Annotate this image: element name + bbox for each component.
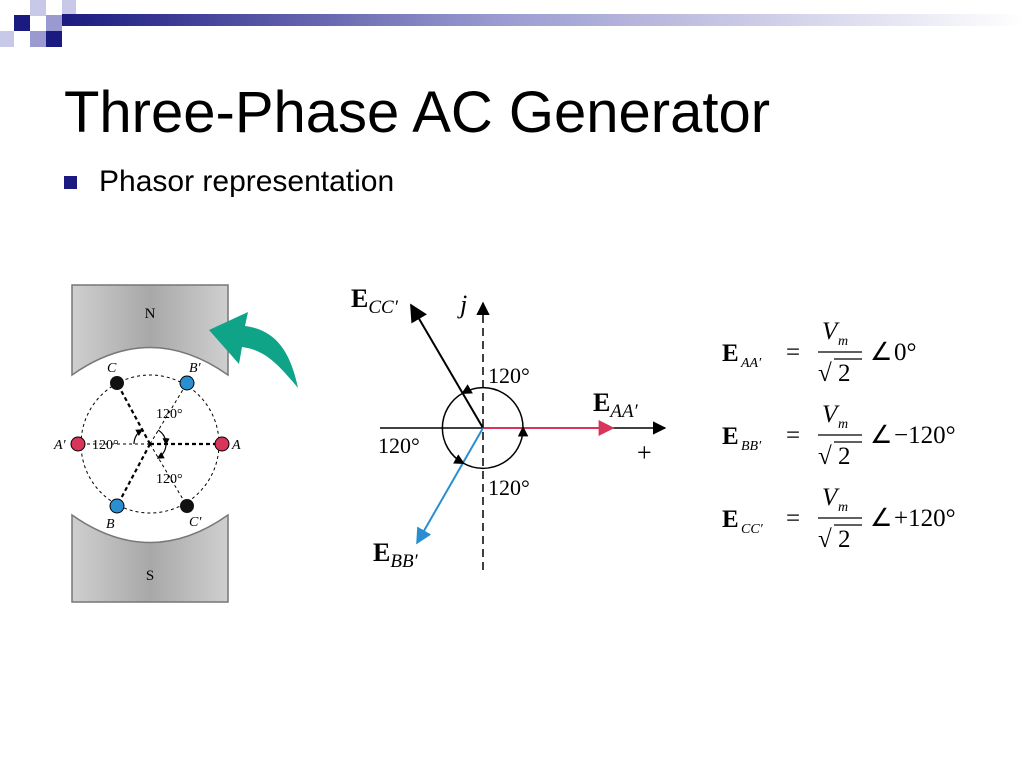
deco-square: [62, 0, 76, 14]
eq-angle-icon: ∠: [870, 505, 892, 532]
conductor-a-prime: [70, 436, 86, 452]
winding-returns: [78, 382, 188, 507]
eq-denominator: 2: [838, 360, 851, 387]
winding-spokes: [116, 382, 222, 507]
angle-arcs: [133, 429, 170, 459]
pole-north-label: N: [145, 306, 156, 322]
north-pole: [71, 284, 229, 377]
label-a-prime: A′: [53, 438, 67, 453]
eq-radical-icon: √: [818, 526, 832, 553]
e-bb-symbol: E: [373, 538, 390, 567]
e-bb-subscript: BB′: [390, 551, 418, 572]
label-e-aa: EAA′: [593, 388, 639, 422]
eq-symbol: E: [722, 506, 739, 533]
eq-symbol: E: [722, 340, 739, 367]
label-j: j: [457, 290, 467, 319]
deco-square: [30, 0, 46, 16]
eq-numerator: V: [822, 318, 840, 345]
eq-denominator: 2: [838, 526, 851, 553]
eq-angle: 0°: [894, 339, 917, 366]
e-cc-symbol: E: [351, 284, 368, 313]
conductor-c: [110, 376, 124, 390]
label-b: B: [106, 517, 115, 532]
bullet-square-icon: [64, 175, 77, 189]
south-pole: [71, 513, 229, 603]
eq-subscript: AA′: [740, 356, 762, 371]
phasor-e-cc: [410, 303, 484, 429]
equation-e-cc: E CC′ = V m √ 2 ∠ +120°: [722, 484, 956, 553]
angle-label-left: 120°: [92, 438, 119, 453]
slide-title: Three-Phase AC Generator: [64, 80, 771, 145]
label-e-cc: ECC′: [351, 284, 399, 318]
angle-label-top: 120°: [156, 407, 183, 422]
eq-radical-icon: √: [818, 360, 832, 387]
phasor-angle-left: 120°: [378, 433, 420, 458]
conductor-a: [214, 436, 230, 452]
phasor-angle-bottom: 120°: [488, 475, 530, 500]
e-aa-symbol: E: [593, 388, 610, 417]
label-c: C: [107, 361, 117, 376]
deco-square: [46, 15, 62, 31]
label-e-bb: EBB′: [373, 538, 419, 572]
phasor-diagram: j + 120° 120° 120° ECC′ EAA′ EBB′: [351, 284, 667, 572]
phasor-angle-top: 120°: [488, 363, 530, 388]
equation-e-bb: E BB′ = V m √ 2 ∠ −120°: [722, 401, 956, 470]
eq-numerator-sub: m: [838, 417, 848, 432]
eq-angle: +120°: [894, 505, 956, 532]
eq-subscript: CC′: [741, 522, 764, 537]
eq-denominator: 2: [838, 443, 851, 470]
rotation-arrow-icon: [209, 312, 298, 388]
deco-square: [0, 31, 14, 47]
eq-subscript: BB′: [741, 439, 762, 454]
conductor-b-prime: [179, 375, 195, 391]
label-b-prime: B′: [189, 361, 202, 376]
pole-south-label: S: [146, 568, 154, 584]
deco-square: [46, 31, 62, 47]
eq-angle-icon: ∠: [870, 422, 892, 449]
label-c-prime: C′: [189, 515, 202, 530]
phasor-angle-arcs: [441, 384, 529, 470]
bullet-item: Phasor representation: [64, 162, 394, 202]
label-a: A: [231, 438, 241, 453]
conductor-c-prime: [180, 499, 194, 513]
eq-symbol: E: [722, 423, 739, 450]
eq-numerator: V: [822, 484, 840, 511]
bullet-text: Phasor representation: [99, 165, 395, 198]
eq-numerator-sub: m: [838, 334, 848, 349]
eq-angle: −120°: [894, 422, 956, 449]
deco-square: [14, 15, 30, 31]
eq-radical-icon: √: [818, 443, 832, 470]
equation-e-aa: E AA′ = V m √ 2 ∠ 0°: [722, 318, 917, 387]
eq-numerator-sub: m: [838, 500, 848, 515]
deco-square: [30, 31, 46, 47]
eq-equals: =: [786, 422, 800, 449]
header-bar: [62, 14, 1024, 26]
eq-numerator: V: [822, 401, 840, 428]
eq-angle-icon: ∠: [870, 339, 892, 366]
generator-diagram: N S C B′ A′ A B C′ 120° 120° 120°: [53, 284, 241, 603]
eq-equals: =: [786, 339, 800, 366]
header-decoration: [0, 0, 1024, 47]
angle-label-bottom: 120°: [156, 472, 183, 487]
label-plus: +: [637, 438, 652, 467]
e-aa-subscript: AA′: [608, 401, 638, 422]
phasor-e-bb: [416, 427, 484, 545]
conductor-b: [109, 498, 125, 514]
e-cc-subscript: CC′: [368, 297, 398, 318]
eq-equals: =: [786, 505, 800, 532]
